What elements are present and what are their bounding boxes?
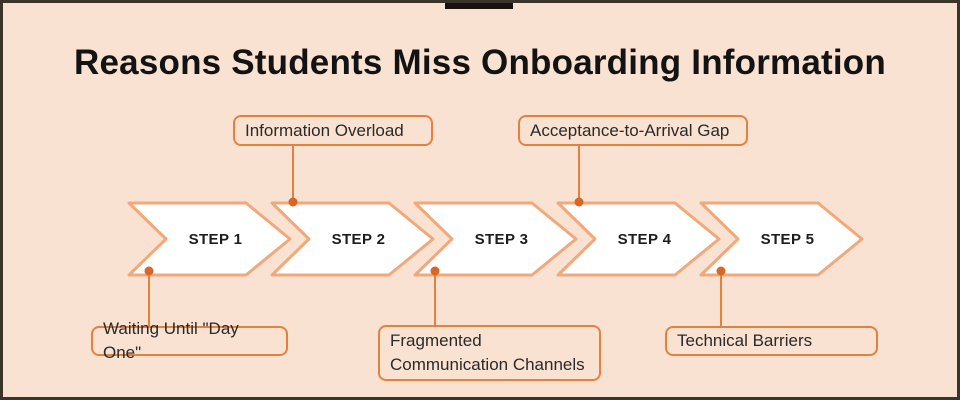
callout-information-overload: Information Overload	[233, 115, 433, 146]
chevron-step-4	[556, 201, 721, 277]
top-border-accent	[445, 3, 513, 9]
connector-dot-1	[144, 266, 154, 276]
page-title: Reasons Students Miss Onboarding Informa…	[74, 43, 886, 82]
step-label-3: STEP 3	[474, 230, 529, 248]
connector-dot-3	[430, 266, 440, 276]
connector-dot-2	[288, 197, 298, 207]
chevron-step-1	[127, 201, 292, 277]
connector-dot-4	[574, 197, 584, 207]
connector-dot-5	[716, 266, 726, 276]
callout-acceptance-to-arrival-gap: Acceptance-to-Arrival Gap	[518, 115, 748, 146]
callout-text: Fragmented Communication Channels	[390, 331, 585, 374]
chevron-step-3	[413, 201, 578, 277]
chevron-step-5	[699, 201, 864, 277]
process-chevron-diagram	[127, 146, 864, 326]
callout-text: Technical Barriers	[677, 331, 813, 350]
callout-text: Waiting Until "Day One"	[103, 319, 239, 362]
step-label-1: STEP 1	[188, 230, 243, 248]
chevron-step-2	[270, 201, 435, 277]
step-label-4: STEP 4	[617, 230, 672, 248]
callout-text: Information Overload	[245, 120, 404, 140]
callout-technical-barriers: Technical Barriers	[665, 326, 878, 356]
callout-waiting-until-day-one: Waiting Until "Day One"	[91, 319, 288, 362]
step-label-2: STEP 2	[331, 230, 386, 248]
step-label-5: STEP 5	[760, 230, 815, 248]
callout-fragmented-communication-channels: Fragmented Communication Channels	[378, 325, 601, 381]
callout-text: Acceptance-to-Arrival Gap	[530, 120, 730, 140]
